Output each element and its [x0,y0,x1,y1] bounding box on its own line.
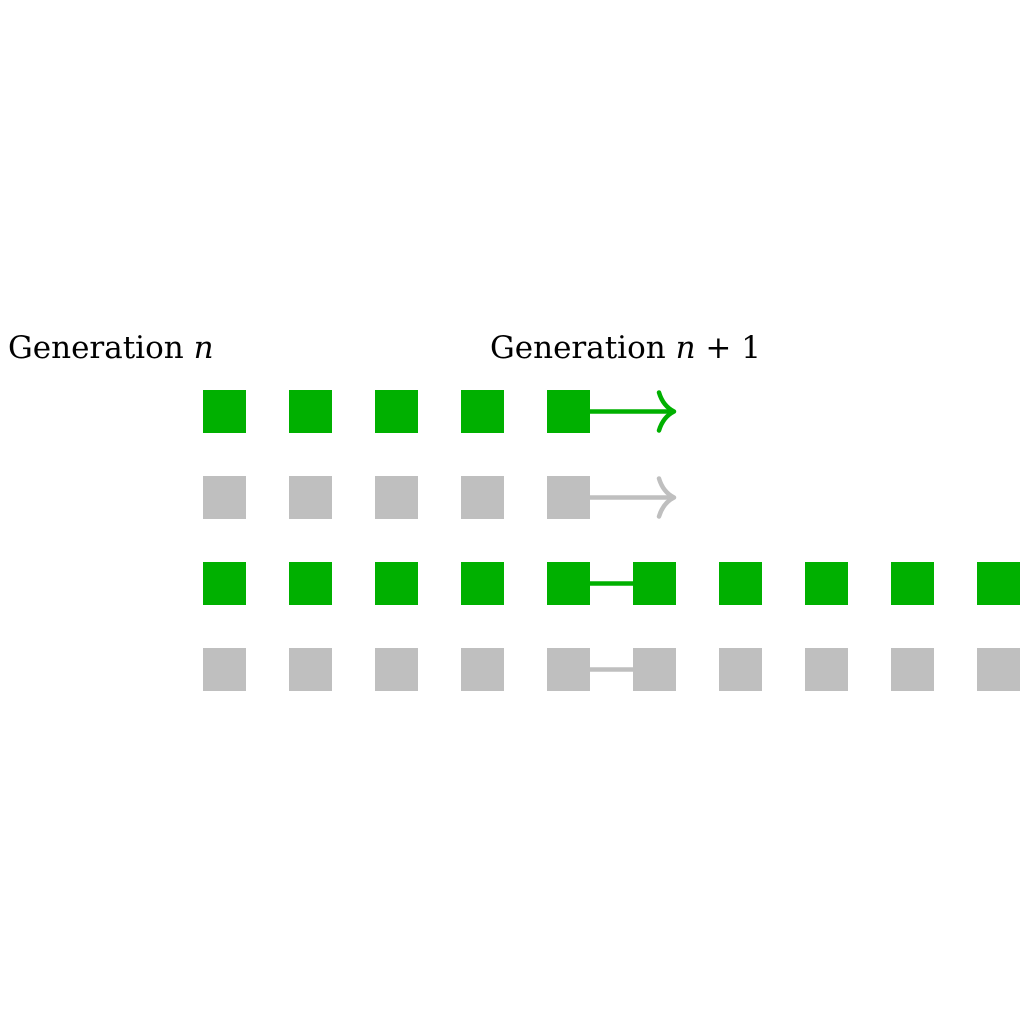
generation-n-cell [289,476,332,519]
generation-n-cell [203,390,246,433]
generation-n-plus-1-text: Generation [490,330,676,366]
generation-n-plus-1-cell [805,562,848,605]
generation-n-plus-1-cell [805,648,848,691]
generation-n-plus-1-cell [891,648,934,691]
generation-n-cell [461,476,504,519]
row-2-inactive [203,476,677,519]
generation-n-cell [289,562,332,605]
generation-n-plus-1-cell [633,562,676,605]
generation-n-label: Generation n [8,328,214,368]
generation-n-cell [547,648,590,691]
generation-n-cell [375,562,418,605]
generation-n-cell [461,562,504,605]
arrow-head [656,390,677,433]
row-1-active [203,390,677,433]
generation-n-plus-1-cell [977,648,1020,691]
generation-n-plus-1-cell [891,562,934,605]
arrow-head [656,476,677,519]
generation-n-variable: n [193,330,214,366]
generation-n-plus-1-cell [977,562,1020,605]
row-4-inactive [203,648,1020,691]
generation-n-cell [289,390,332,433]
generation-n-cell [203,562,246,605]
row-3-active [203,562,1020,605]
generation-n-plus-1-cell [719,562,762,605]
generation-n-plus-1-suffix: + 1 [695,330,761,366]
generation-n-cell [547,390,590,433]
generation-n-cell [203,648,246,691]
generation-n-cell [289,648,332,691]
generation-n-cell [461,648,504,691]
generation-n-cell [375,390,418,433]
generation-n-plus-1-label: Generation n + 1 [490,328,761,368]
generation-n-cell [547,562,590,605]
generation-n-plus-1-variable: n [675,330,696,366]
generation-n-cell [461,390,504,433]
generation-n-cell [375,476,418,519]
generation-n-cell [203,476,246,519]
generation-n-text: Generation [8,330,194,366]
generation-n-cell [547,476,590,519]
generation-n-plus-1-cell [719,648,762,691]
generation-n-plus-1-cell [633,648,676,691]
generation-n-cell [375,648,418,691]
